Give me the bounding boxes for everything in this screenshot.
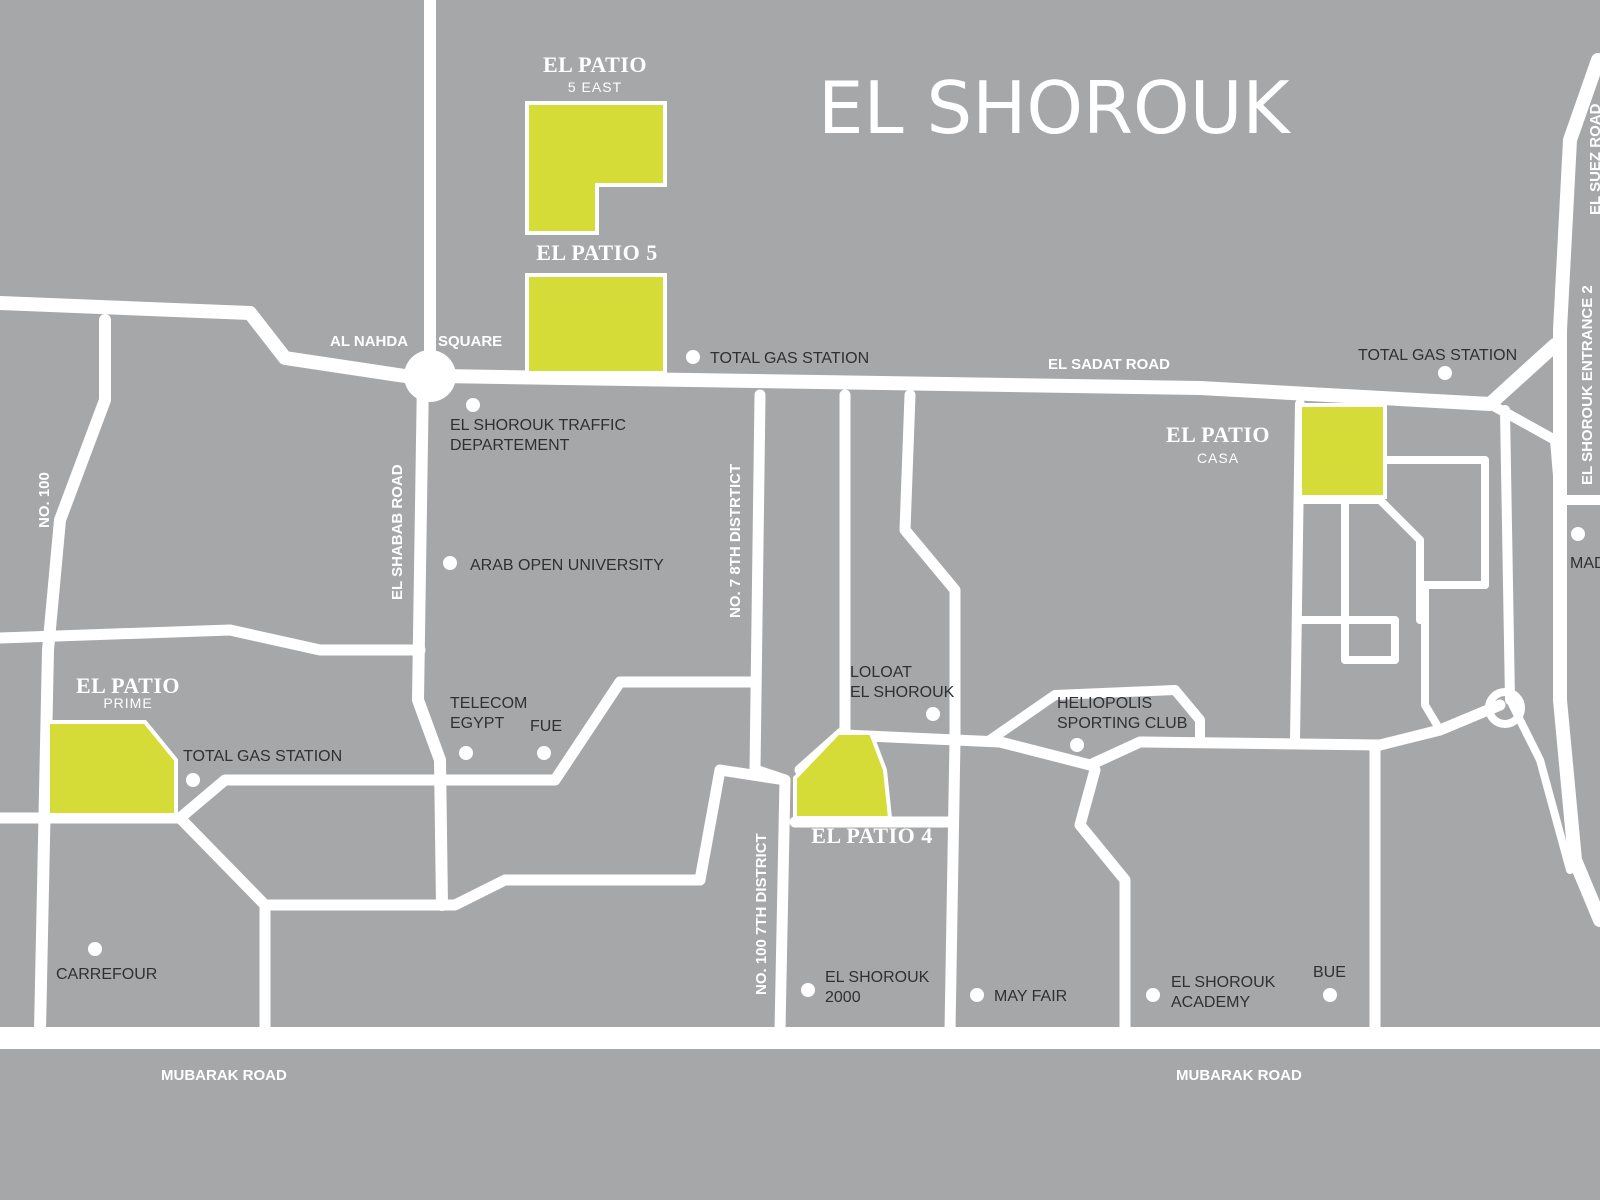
road-label-el-shabab: EL SHABAB ROAD bbox=[389, 464, 406, 600]
landmark-label-heliopolis-1: HELIOPOLIS bbox=[1057, 695, 1152, 712]
landmark-label-loloat-1: LOLOAT bbox=[850, 664, 912, 681]
landmark-label-mayfair: MAY FAIR bbox=[994, 988, 1067, 1005]
label-casa-sub: CASA bbox=[1197, 450, 1239, 466]
landmark-label-mad: MAD bbox=[1570, 555, 1600, 572]
road-label-no100-7th: NO. 100 7TH DISTRICT bbox=[753, 833, 770, 995]
landmark-label-gas2: TOTAL GAS STATION bbox=[1358, 347, 1517, 364]
al-nahda-square-roundabout bbox=[404, 350, 456, 402]
poi-marker-telecom[interactable] bbox=[459, 746, 473, 760]
label-casa-name: EL PATIO bbox=[1166, 422, 1270, 447]
poi-marker-heliopolis[interactable] bbox=[1070, 738, 1084, 752]
plot-el-patio-5[interactable] bbox=[525, 273, 667, 375]
road-label-square: SQUARE bbox=[438, 333, 502, 350]
poi-marker-arab-open[interactable] bbox=[443, 556, 457, 570]
poi-marker-mayfair[interactable] bbox=[970, 988, 984, 1002]
road-label-mubarak-left: MUBARAK ROAD bbox=[161, 1067, 287, 1084]
poi-marker-gas1[interactable] bbox=[686, 350, 700, 364]
label-patio5-name: EL PATIO 5 bbox=[536, 240, 658, 265]
no100-7th-district-road bbox=[749, 389, 791, 1036]
poi-marker-gas3[interactable] bbox=[186, 773, 200, 787]
landmark-label-fue: FUE bbox=[530, 718, 562, 735]
west-mid-road bbox=[0, 624, 426, 656]
poi-marker-bue[interactable] bbox=[1323, 988, 1337, 1002]
east-curve-road bbox=[899, 389, 961, 1036]
landmark-label-shorouk2000-2: 2000 bbox=[825, 989, 861, 1006]
landmark-markers bbox=[88, 350, 1585, 1002]
landmark-label-traffic-1: EL SHOROUK TRAFFIC bbox=[450, 417, 626, 434]
landmark-label-telecom-1: TELECOM bbox=[450, 695, 527, 712]
landmark-label-shorouk2000-1: EL SHOROUK bbox=[825, 969, 930, 986]
landmark-label-bue: BUE bbox=[1313, 964, 1346, 981]
plot-el-patio-4[interactable] bbox=[793, 731, 893, 820]
road-label-entrance-2: EL SHOROUK ENTRANCE 2 bbox=[1579, 285, 1596, 485]
plot-el-patio-casa[interactable] bbox=[1298, 403, 1387, 499]
east-roundabout bbox=[1485, 688, 1525, 728]
road-label-no7-8th: NO. 7 8TH DISTRTICT bbox=[727, 464, 744, 618]
el-shabab-road bbox=[412, 370, 448, 911]
casa-grid-2 bbox=[1296, 456, 1399, 664]
landmark-label-traffic-2: DEPARTEMENT bbox=[450, 437, 570, 454]
city-title: EL SHOROUK bbox=[818, 66, 1291, 150]
landmark-label-gas1: TOTAL GAS STATION bbox=[710, 350, 869, 367]
heliopolis-loop bbox=[985, 685, 1205, 747]
landmark-label-loloat-2: EL SHOROUK bbox=[850, 684, 955, 701]
poi-marker-loloat[interactable] bbox=[926, 707, 940, 721]
poi-marker-mad[interactable] bbox=[1571, 527, 1585, 541]
poi-marker-academy[interactable] bbox=[1146, 988, 1160, 1002]
landmark-label-arab-open: ARAB OPEN UNIVERSITY bbox=[470, 557, 664, 574]
plot-el-patio-5-east[interactable] bbox=[525, 101, 667, 235]
label-patio4-name: EL PATIO 4 bbox=[811, 823, 933, 848]
label-patio5east-name: EL PATIO bbox=[543, 52, 647, 77]
landmark-label-carrefour: CARREFOUR bbox=[56, 966, 157, 983]
road-label-el-sadat: EL SADAT ROAD bbox=[1048, 356, 1170, 373]
road-label-mubarak-right: MUBARAK ROAD bbox=[1176, 1067, 1302, 1084]
poi-marker-gas2[interactable] bbox=[1438, 366, 1452, 380]
road-label-al-nahda: AL NAHDA bbox=[330, 333, 408, 350]
casa-grid-3 bbox=[1376, 496, 1424, 624]
poi-marker-carrefour[interactable] bbox=[88, 942, 102, 956]
landmark-label-academy-1: EL SHOROUK bbox=[1171, 974, 1276, 991]
west-low-road bbox=[0, 676, 761, 824]
poi-marker-shorouk2000[interactable] bbox=[801, 983, 815, 997]
label-prime-sub: PRIME bbox=[103, 695, 152, 711]
casa-east-road bbox=[1500, 405, 1515, 705]
landmark-label-telecom-2: EGYPT bbox=[450, 715, 504, 732]
road-label-suez: EL SUEZ ROAD bbox=[1587, 103, 1600, 215]
label-prime-name: EL PATIO bbox=[76, 673, 180, 698]
el-suez-road bbox=[1553, 53, 1600, 927]
poi-marker-fue[interactable] bbox=[537, 746, 551, 760]
poi-marker-traffic[interactable] bbox=[466, 398, 480, 412]
landmark-label-academy-2: ACADEMY bbox=[1171, 994, 1250, 1011]
road-label-no100: NO. 100 bbox=[36, 472, 53, 528]
landmark-label-gas3: TOTAL GAS STATION bbox=[183, 748, 342, 765]
plot-el-patio-prime[interactable] bbox=[46, 720, 178, 817]
label-patio5east-sub: 5 EAST bbox=[568, 79, 622, 95]
no100-road bbox=[34, 314, 111, 1036]
academy-road bbox=[1074, 764, 1131, 1036]
entrance-2-link bbox=[1485, 399, 1600, 505]
landmark-label-heliopolis-2: SPORTING CLUB bbox=[1057, 715, 1187, 732]
